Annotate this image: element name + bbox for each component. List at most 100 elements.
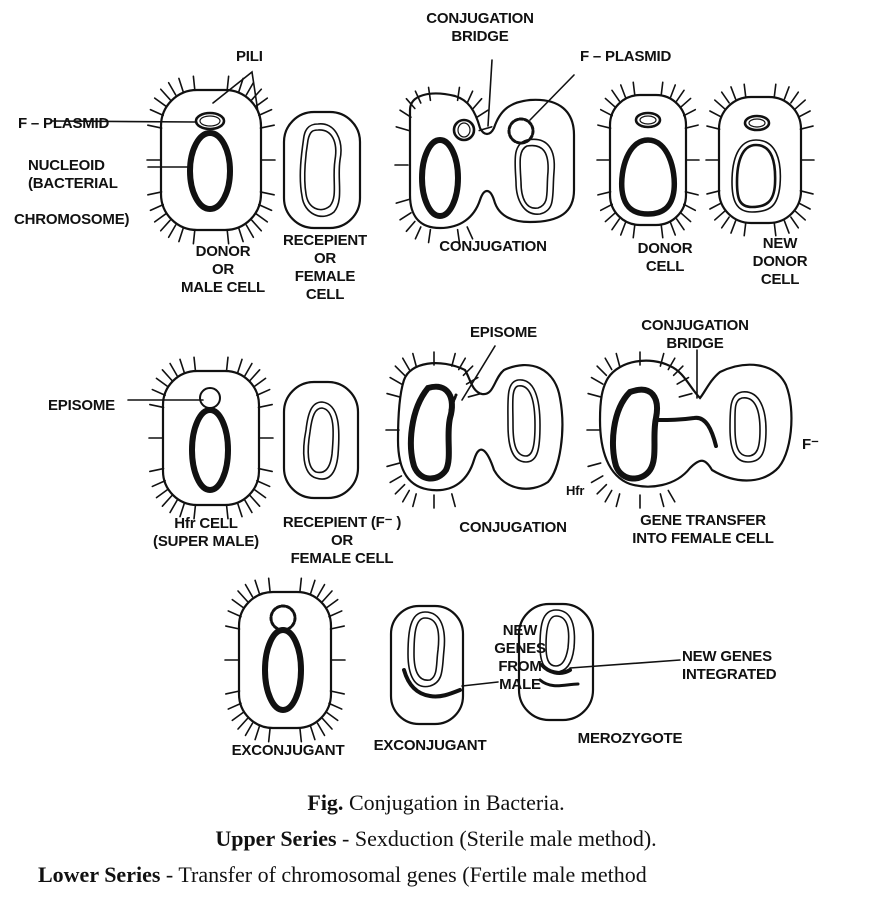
pili-line: [149, 467, 165, 473]
label-line: NEW: [502, 622, 538, 639]
pili-line: [401, 489, 411, 503]
pili-line: [179, 502, 186, 518]
pili-line: [249, 369, 261, 382]
episome-segment: [448, 393, 458, 412]
pili-line: [167, 81, 177, 96]
recipient-cell-body: [282, 110, 362, 230]
label-line: CONJUGATION: [426, 10, 534, 27]
pili-line: [604, 489, 613, 503]
recipient-chromosome: [519, 144, 549, 209]
f-plasmid: [194, 111, 226, 131]
pili-line: [405, 220, 416, 233]
label-line: CELL: [760, 271, 800, 288]
pili-line: [456, 228, 461, 244]
pili-line: [467, 392, 482, 398]
pointer-line: [461, 681, 499, 687]
pili-line: [794, 99, 807, 110]
label-exconjugant-2: EXCONJUGANT: [373, 737, 487, 754]
pili-line: [597, 190, 612, 196]
pili-line: [783, 220, 790, 234]
label-chromosome: CHROMOSOME): [14, 211, 130, 228]
pili-line: [587, 462, 602, 468]
f-plasmid: [634, 111, 662, 129]
pili-line: [316, 722, 326, 737]
pili-line: [456, 86, 461, 102]
pili-line: [659, 493, 665, 508]
pili-line: [225, 356, 229, 372]
pili-line: [149, 108, 165, 117]
caption-upper-series-label: Upper Series: [215, 826, 337, 851]
pili-line: [399, 211, 412, 221]
label-pili: PILI: [236, 48, 263, 65]
pili-line: [192, 75, 196, 91]
pili-line: [155, 377, 169, 388]
pili-line: [743, 221, 747, 237]
label-recipient-f-minus: RECEPIENT (F⁻ ) OR FEMALE CELL: [262, 514, 422, 568]
pili-line: [155, 488, 169, 499]
pili-line: [328, 702, 343, 710]
pili-line: [462, 365, 474, 377]
f-plasmid-copy: [457, 122, 471, 138]
pili-line: [394, 365, 406, 377]
pili-line: [153, 212, 167, 223]
pili-line: [476, 109, 489, 119]
pili-line: [599, 108, 614, 117]
pili-line: [147, 191, 163, 196]
label-line: MALE CELL: [180, 279, 266, 296]
pili-line: [783, 86, 790, 100]
caption-lower-series-label: Lower Series: [38, 862, 161, 887]
pili-line: [249, 494, 261, 507]
label-line: FEMALE: [294, 268, 356, 285]
pili-line: [706, 190, 721, 195]
pili-line: [720, 216, 730, 229]
pili-line: [395, 198, 410, 204]
recipient-chromosome: [299, 123, 342, 218]
pili-line: [405, 97, 416, 110]
recipient-chromosome: [511, 385, 536, 457]
pili-line: [225, 504, 229, 520]
label-line: Hfr CELL: [174, 515, 238, 532]
pili-line: [257, 467, 273, 473]
pili-line: [730, 220, 737, 234]
pili-line: [244, 722, 254, 737]
label-line: NEW: [762, 235, 798, 252]
label-new-genes-from-male: NEW GENES FROM MALE: [480, 622, 560, 694]
pili-line: [395, 126, 410, 132]
pili-line: [632, 223, 636, 239]
exconjugant-cell-body: [389, 604, 465, 726]
label-new-genes-integrated: NEW GENES INTEGRATED: [682, 648, 777, 684]
pili-line: [401, 357, 411, 371]
pili-line: [386, 462, 401, 468]
pili-line: [237, 227, 244, 243]
recipient-chromosome: [303, 129, 337, 211]
pili-line: [619, 84, 627, 98]
pili-line: [619, 222, 627, 236]
caption-title-text: Conjugation in Bacteria.: [343, 790, 565, 815]
pili-line: [149, 403, 165, 409]
pili-line: [245, 224, 255, 239]
pili-line: [790, 216, 800, 229]
pili-line: [743, 83, 747, 99]
conjugating-pair-body: [396, 362, 564, 492]
nucleoid-chromosome: [187, 130, 233, 212]
pili-line: [412, 352, 417, 367]
pili-line: [159, 219, 171, 232]
pili-line: [151, 388, 166, 397]
label-f-plasmid-right: F – PLASMID: [580, 48, 672, 65]
label-line: OR: [313, 250, 337, 267]
label-line: NEW GENES: [682, 648, 772, 665]
transferring-chromosome: [654, 415, 718, 448]
pili-line: [193, 356, 197, 372]
f-plasmid: [639, 115, 657, 125]
pili-line: [709, 110, 723, 118]
pili-line: [615, 493, 621, 508]
pili-line: [192, 229, 196, 245]
pili-line: [667, 489, 676, 503]
label-conjugation-top: CONJUGATION: [439, 238, 547, 255]
hfr-cell-body: [161, 369, 261, 507]
pili-line: [169, 499, 178, 514]
pili-line: [730, 86, 737, 100]
pili-line: [245, 81, 255, 96]
pili-line: [472, 97, 483, 110]
pili-line: [597, 124, 612, 130]
